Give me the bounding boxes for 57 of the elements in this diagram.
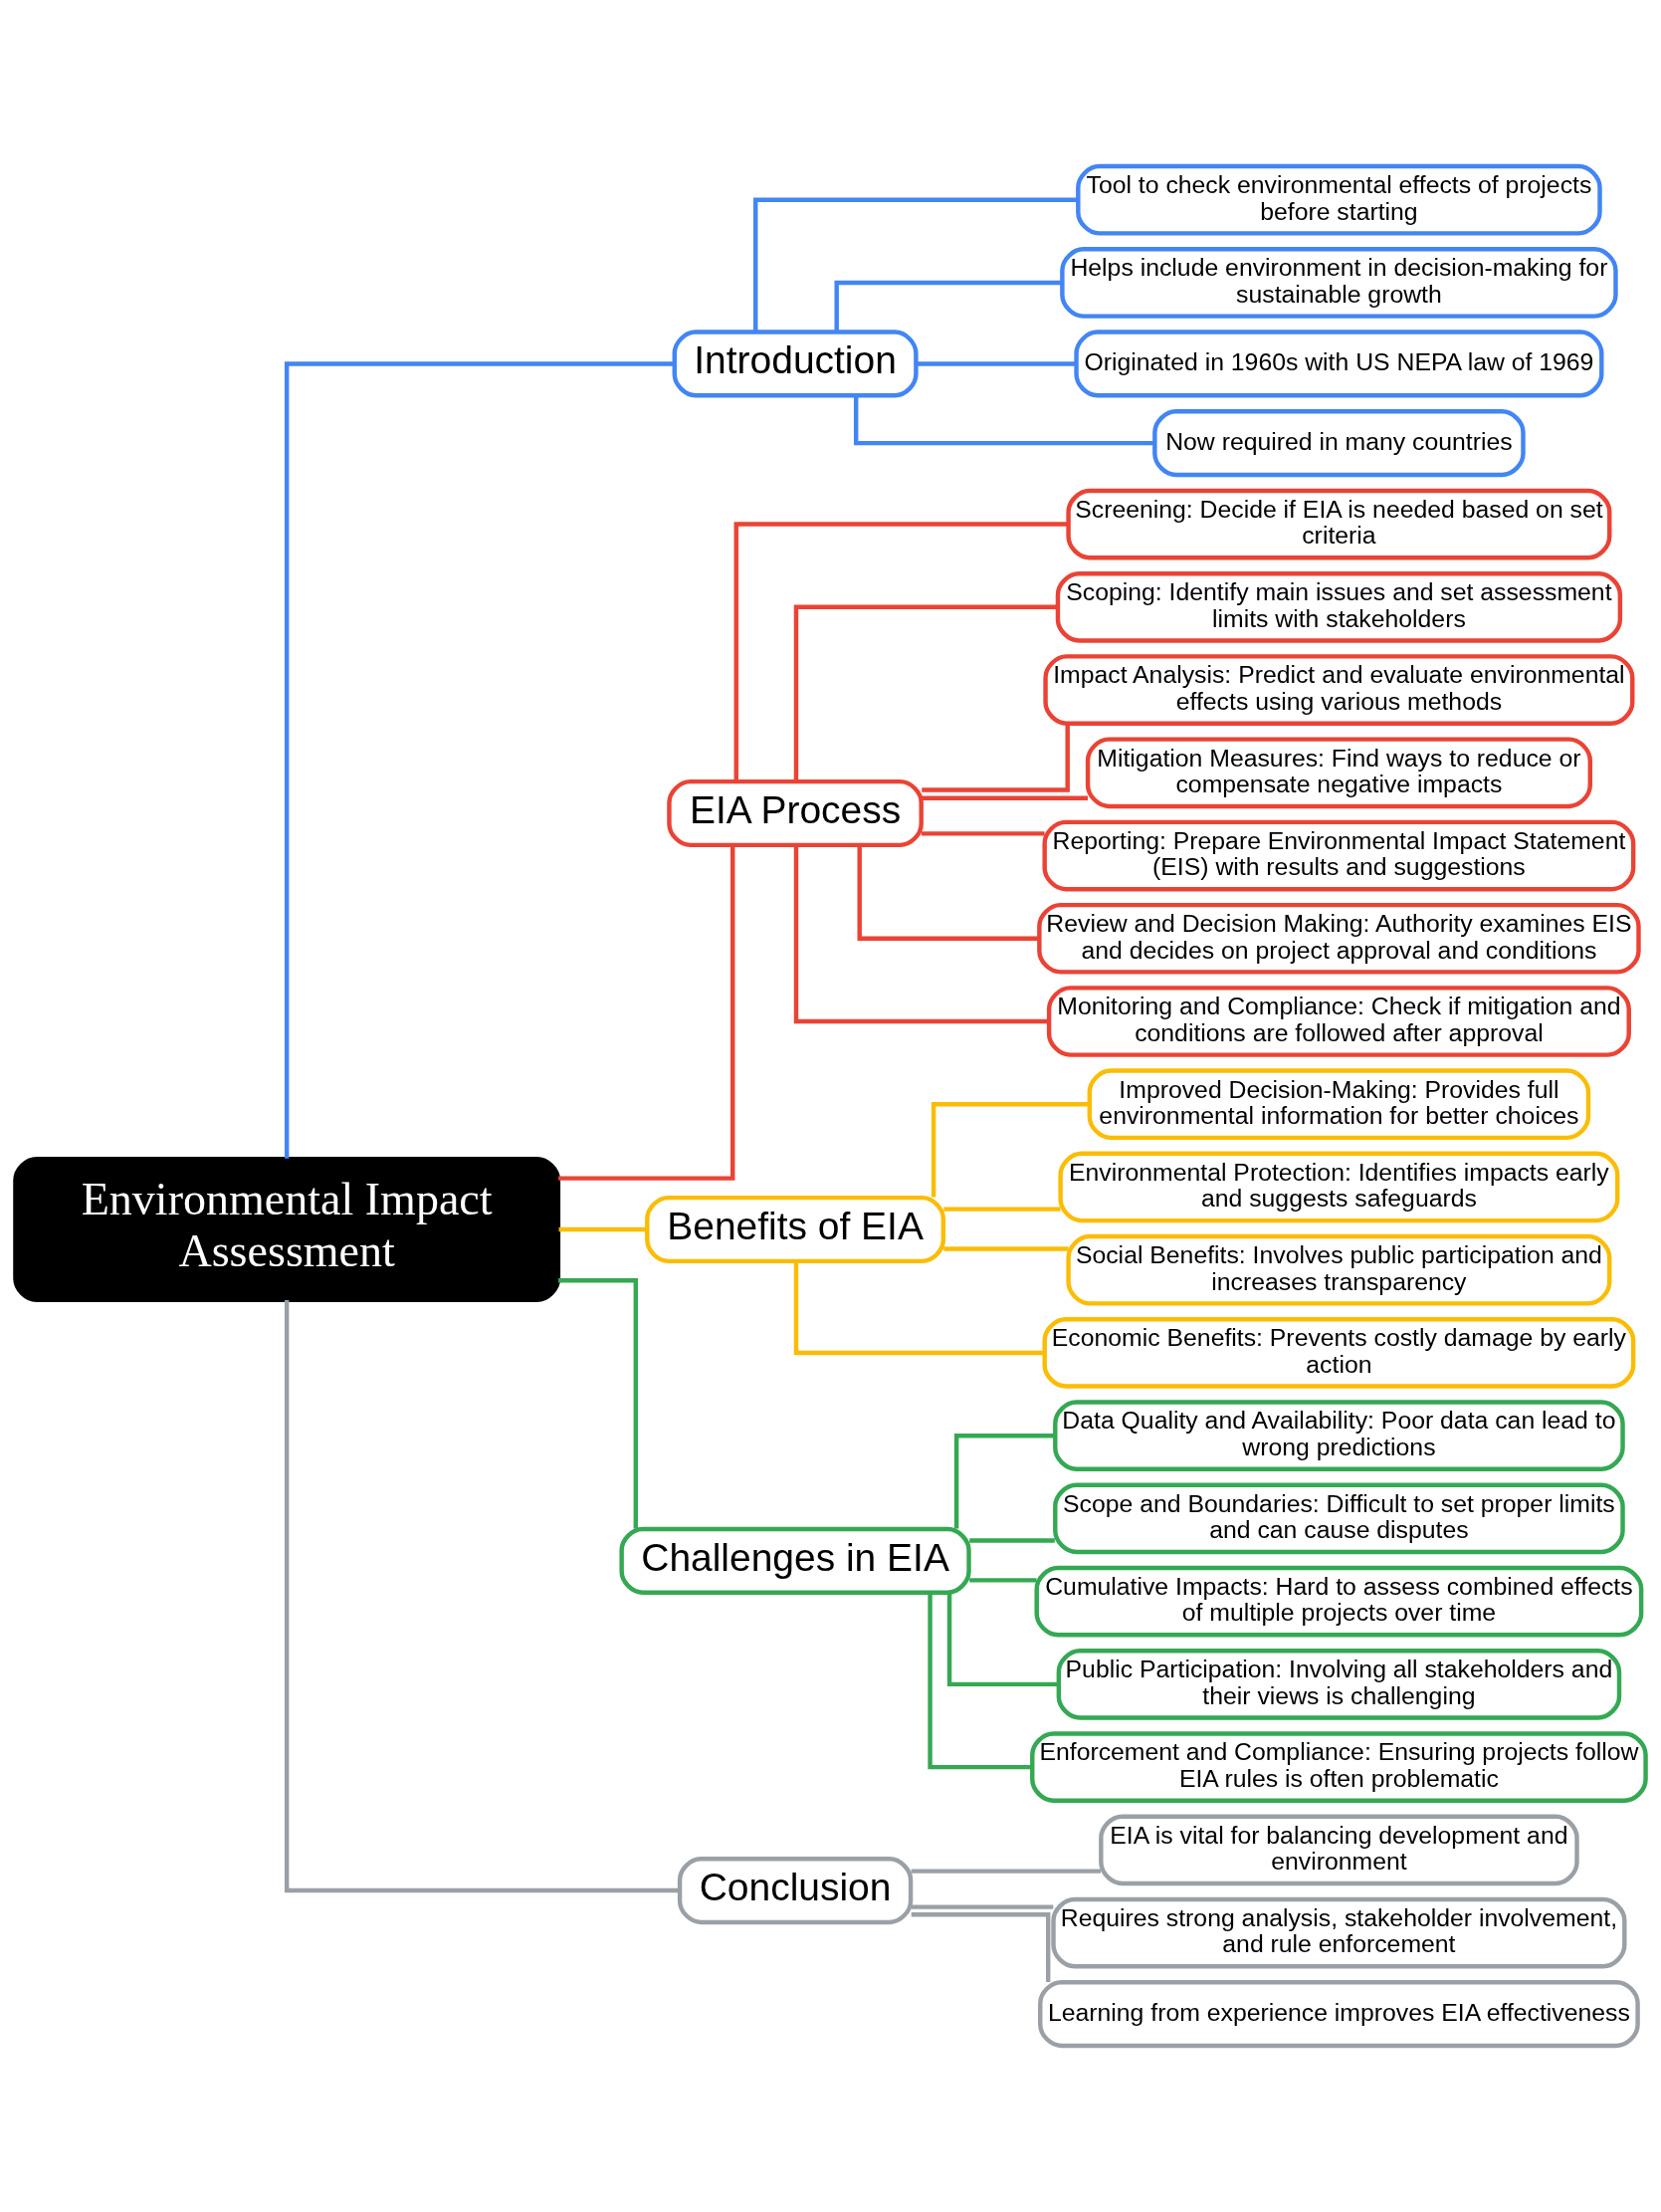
connector xyxy=(793,604,1058,782)
connector xyxy=(928,1592,1033,1770)
connector xyxy=(931,1102,1090,1198)
connector xyxy=(917,361,1077,366)
node-box: Reporting: Prepare Environmental Impact Statement (EIS) with results and suggestions xyxy=(1042,819,1636,892)
connector xyxy=(733,522,1068,781)
connector xyxy=(911,1904,1054,1909)
node-box: Scope and Boundaries: Difficult to set proper limits and can cause disputes xyxy=(1053,1482,1625,1555)
node-box: EIA is vital for balancing development and environment xyxy=(1099,1814,1579,1886)
node-box: Requires strong analysis, stakeholder involvement, and rule enforcement xyxy=(1051,1896,1627,1969)
connector xyxy=(969,1538,1055,1543)
connector xyxy=(284,1300,680,1893)
node-box: Improved Decision-Making: Provides full environmental information for better choices xyxy=(1087,1068,1591,1141)
connector xyxy=(921,831,1045,836)
node-box: Environmental Impact Assessment xyxy=(13,1156,561,1302)
node-box: Mitigation Measures: Find ways to reduce or compensate negative impacts xyxy=(1085,737,1592,809)
node-box: Conclusion xyxy=(677,1857,914,1925)
connector xyxy=(558,844,735,1181)
node-box: Public Participation: Involving all stakeholders and their views is challenging xyxy=(1056,1649,1622,1720)
connector xyxy=(753,197,1079,332)
node-box: Introduction xyxy=(672,330,919,398)
connector xyxy=(853,395,1154,446)
node-box: Tool to check environmental effects of projects before starting xyxy=(1076,163,1602,236)
node-box: Review and Decision Making: Authority examines EIS and decides on project approval and conditions xyxy=(1037,902,1641,975)
node-box: Screening: Decide if EIA is needed based on set criteria xyxy=(1066,488,1612,560)
node-box: Economic Benefits: Prevents costly damage by early action xyxy=(1042,1317,1636,1389)
connector xyxy=(921,795,1088,800)
node-box: Learning from experience improves EIA effectiveness xyxy=(1038,1979,1640,2049)
connector xyxy=(558,1226,647,1232)
connector xyxy=(834,280,1063,332)
connector xyxy=(558,1278,639,1529)
node-box: Cumulative Impacts: Hard to assess combined effects of multiple projects over time xyxy=(1034,1565,1644,1638)
node-box: Impact Analysis: Predict and evaluate environmental effects using various methods xyxy=(1043,654,1635,726)
connector xyxy=(946,1592,1059,1687)
connector xyxy=(953,1433,1056,1529)
node-box: Originated in 1960s with US NEPA law of 1969 xyxy=(1074,330,1604,398)
connector xyxy=(911,1869,1101,1874)
connector xyxy=(793,1260,1045,1356)
connector xyxy=(943,1207,1061,1212)
node-box: Helps include environment in decision-making for sustainable growth xyxy=(1060,247,1618,319)
connector xyxy=(911,1912,1051,1982)
connector xyxy=(922,724,1070,792)
node-box: Now required in many countries xyxy=(1152,409,1526,478)
node-box: Social Benefits: Involves public participation and increases transparency xyxy=(1066,1233,1612,1306)
connector xyxy=(284,361,675,1159)
node-box: Scoping: Identify main issues and set assessment limits with stakeholders xyxy=(1055,570,1623,643)
node-box: Enforcement and Compliance: Ensuring projects follow EIA rules is often problematic xyxy=(1030,1731,1648,1803)
node-box: Environmental Protection: Identifies impacts early and suggests safeguards xyxy=(1058,1151,1620,1223)
node-box: EIA Process xyxy=(667,778,924,848)
connector xyxy=(793,845,1049,1024)
node-box: Monitoring and Compliance: Check if mitigation and conditions are followed after approval xyxy=(1046,986,1631,1057)
node-box: Benefits of EIA xyxy=(645,1195,946,1264)
connector xyxy=(943,1246,1069,1251)
connector xyxy=(969,1578,1037,1583)
connector xyxy=(857,845,1039,941)
node-box: Data Quality and Availability: Poor data can lead to wrong predictions xyxy=(1053,1400,1625,1472)
node-box: Challenges in EIA xyxy=(619,1526,971,1595)
